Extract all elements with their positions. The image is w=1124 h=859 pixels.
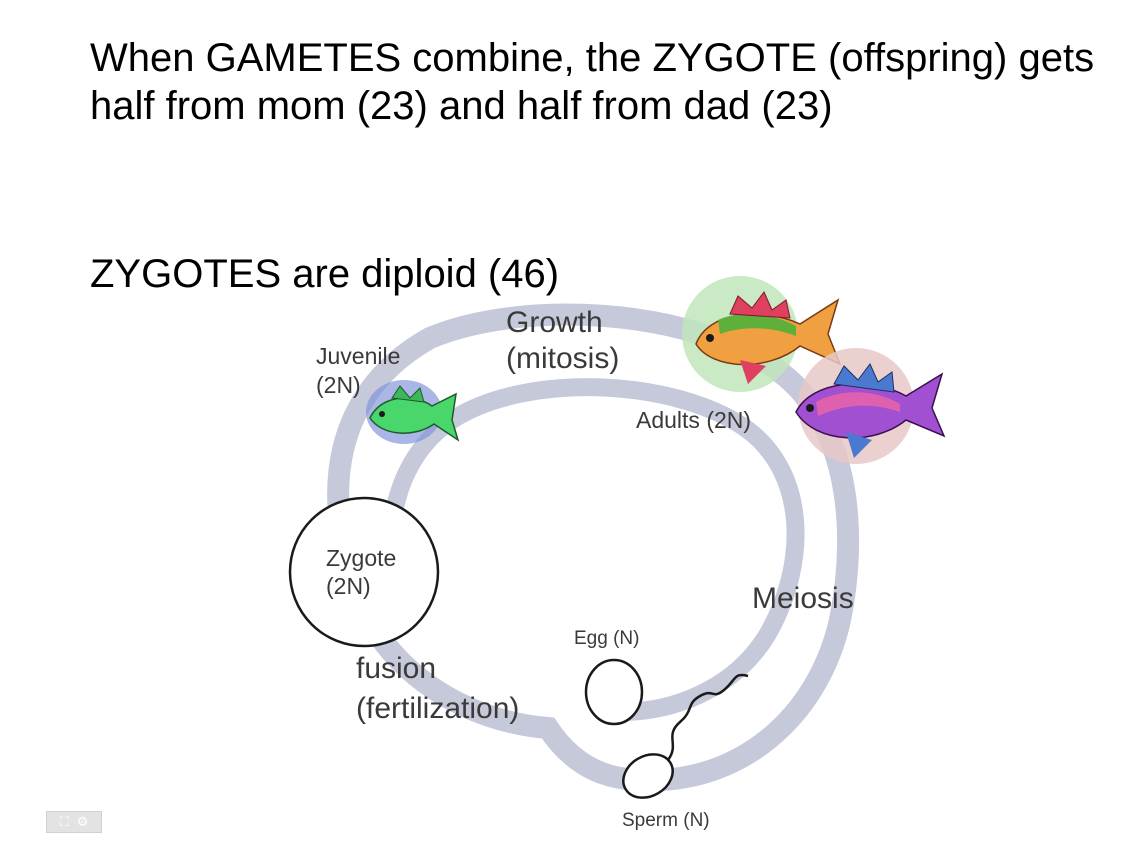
growth-label-line1: Growth bbox=[506, 306, 603, 339]
sperm-label: Sperm (N) bbox=[622, 810, 710, 831]
juvenile-label: Juvenile (2N) bbox=[316, 343, 407, 398]
juvenile-fish bbox=[366, 380, 460, 444]
juvenile-label-line2: (2N) bbox=[316, 372, 361, 398]
inner-cycle-ring bbox=[381, 378, 805, 721]
fullscreen-icon[interactable]: ⛶ bbox=[59, 814, 69, 830]
slide-toolbar: ⛶ ⚙ bbox=[46, 811, 102, 833]
sperm-cell bbox=[622, 673, 749, 799]
growth-label-line2: (mitosis) bbox=[506, 342, 619, 375]
adult-fish-purple bbox=[795, 348, 946, 464]
fusion-label-line2: (fertilization) bbox=[356, 692, 519, 725]
slide-heading: When GAMETES combine, the ZYGOTE (offspr… bbox=[90, 36, 1095, 128]
egg-cell bbox=[584, 658, 644, 726]
growth-label: Growth (mitosis) bbox=[506, 306, 619, 375]
zygote-label-line1: Zygote bbox=[326, 545, 396, 571]
fusion-label-line1: fusion bbox=[356, 652, 436, 685]
slide-subheading: ZYGOTES are diploid (46) bbox=[90, 252, 560, 296]
fusion-label: fusion (fertilization) bbox=[356, 652, 519, 725]
zygote-circle bbox=[288, 496, 440, 648]
egg-label: Egg (N) bbox=[574, 628, 639, 649]
zygote-label-line2: (2N) bbox=[326, 573, 371, 599]
meiosis-label: Meiosis bbox=[752, 582, 854, 615]
settings-icon[interactable]: ⚙ bbox=[76, 814, 89, 830]
zygote-label: Zygote (2N) bbox=[326, 545, 403, 599]
juvenile-label-line1: Juvenile bbox=[316, 343, 400, 369]
adults-label: Adults (2N) bbox=[636, 407, 751, 433]
adult-fish-orange bbox=[682, 276, 842, 392]
